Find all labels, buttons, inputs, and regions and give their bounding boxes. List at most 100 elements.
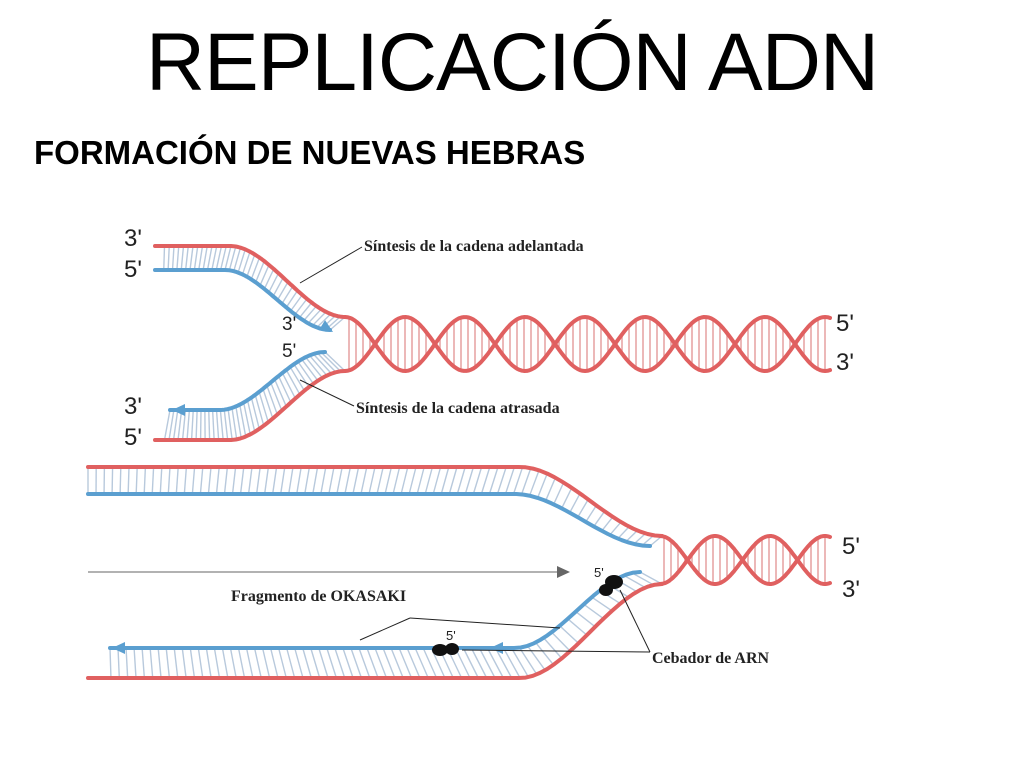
- base-pair: [470, 647, 488, 679]
- base-pair: [290, 294, 303, 312]
- base-pair: [312, 311, 327, 327]
- base-pair: [577, 499, 589, 518]
- base-pair: [235, 406, 242, 439]
- base-pair: [168, 409, 175, 441]
- base-pair: [273, 378, 287, 407]
- base-pair: [398, 647, 413, 679]
- base-pair: [320, 466, 327, 495]
- base-pair: [237, 647, 246, 679]
- base-pair: [191, 466, 196, 495]
- base-pair: [199, 466, 204, 495]
- base-pair: [569, 493, 581, 514]
- base-pair: [486, 647, 504, 679]
- base-pair: [551, 631, 571, 652]
- base-pair: [189, 245, 194, 271]
- base-pair: [288, 466, 294, 495]
- base-pair: [285, 647, 296, 679]
- base-pair: [111, 466, 114, 495]
- base-pair: [617, 526, 630, 540]
- base-pair: [376, 466, 384, 495]
- base-pair: [462, 647, 479, 679]
- label-okazaki-fragment: Fragmento de OKASAKI: [231, 588, 406, 605]
- base-pair: [510, 647, 530, 678]
- base-pair: [414, 647, 429, 679]
- leader-line-lagging: [299, 379, 355, 407]
- bottom-helix-strand-b: [658, 534, 832, 586]
- base-pair: [294, 298, 308, 315]
- base-pair: [285, 369, 301, 395]
- base-pair: [135, 466, 138, 495]
- base-pair: [205, 647, 212, 679]
- base-pair: [384, 466, 393, 495]
- base-pair: [520, 467, 532, 495]
- base-pair: [233, 247, 242, 272]
- bottom-upper-rungs: [87, 466, 663, 547]
- base-pair: [504, 466, 516, 495]
- base-pair: [633, 532, 647, 545]
- base-pair: [184, 245, 189, 271]
- base-pair: [247, 466, 253, 495]
- base-pair: [198, 245, 204, 271]
- base-pair: [239, 466, 245, 495]
- base-pair: [189, 647, 196, 679]
- base-pair: [424, 466, 434, 495]
- base-pair: [269, 647, 279, 679]
- base-pair: [215, 466, 220, 495]
- base-pair: [480, 466, 491, 495]
- base-pair: [289, 366, 305, 392]
- base-pair: [329, 316, 346, 331]
- label-rna-primer: Cebador de ARN: [652, 650, 769, 667]
- top-end-5prime-upper: 5': [124, 256, 142, 283]
- top-end-5prime-lower: 5': [124, 424, 142, 451]
- base-pair: [285, 290, 299, 308]
- base-pair: [206, 245, 213, 271]
- lower-arm-rungs: [163, 351, 346, 441]
- base-pair: [151, 466, 155, 495]
- base-pair: [228, 246, 237, 271]
- base-pair: [601, 516, 614, 532]
- base-pair: [518, 647, 538, 675]
- base-pair: [231, 407, 238, 440]
- okazaki-arrow-head-1: [112, 642, 125, 654]
- lagging-new-strand: [168, 350, 327, 412]
- base-pair: [294, 647, 304, 679]
- base-pair: [258, 391, 269, 423]
- base-pair: [312, 353, 332, 375]
- base-pair: [536, 473, 548, 499]
- base-pair: [241, 251, 251, 275]
- base-pair: [623, 574, 646, 589]
- base-pair: [400, 466, 409, 495]
- base-pair: [262, 388, 274, 419]
- base-pair: [143, 466, 147, 495]
- leading-arrow-head: [318, 320, 333, 332]
- okazaki-arrow-head-2: [490, 642, 503, 654]
- base-pair: [406, 647, 421, 679]
- base-pair: [342, 647, 354, 679]
- base-pair: [279, 466, 286, 495]
- base-pair: [165, 647, 171, 679]
- base-pair: [366, 647, 379, 679]
- guide-arrow-head: [557, 566, 570, 578]
- bottom-lower-parental-strand: [86, 582, 664, 680]
- base-pair: [392, 466, 401, 495]
- base-pair: [422, 647, 438, 679]
- base-pair: [308, 354, 328, 377]
- base-pair: [583, 603, 604, 620]
- replication-fork-top: [153, 244, 832, 442]
- base-pair: [109, 647, 112, 679]
- base-pair: [324, 351, 346, 372]
- base-pair: [259, 264, 270, 286]
- base-pair: [172, 409, 179, 441]
- base-pair: [296, 466, 302, 495]
- lagging-arrow-head: [172, 404, 185, 416]
- base-pair: [478, 647, 496, 679]
- top-right-end-3prime: 3': [836, 349, 854, 376]
- base-pair: [180, 245, 185, 271]
- base-pair: [219, 409, 224, 441]
- base-pair: [625, 530, 638, 543]
- base-pair: [544, 477, 557, 502]
- bottom-upper-new-strand: [86, 492, 652, 548]
- leader-okazaki-2: [409, 617, 561, 629]
- base-pair: [328, 466, 335, 495]
- base-pair: [527, 645, 546, 671]
